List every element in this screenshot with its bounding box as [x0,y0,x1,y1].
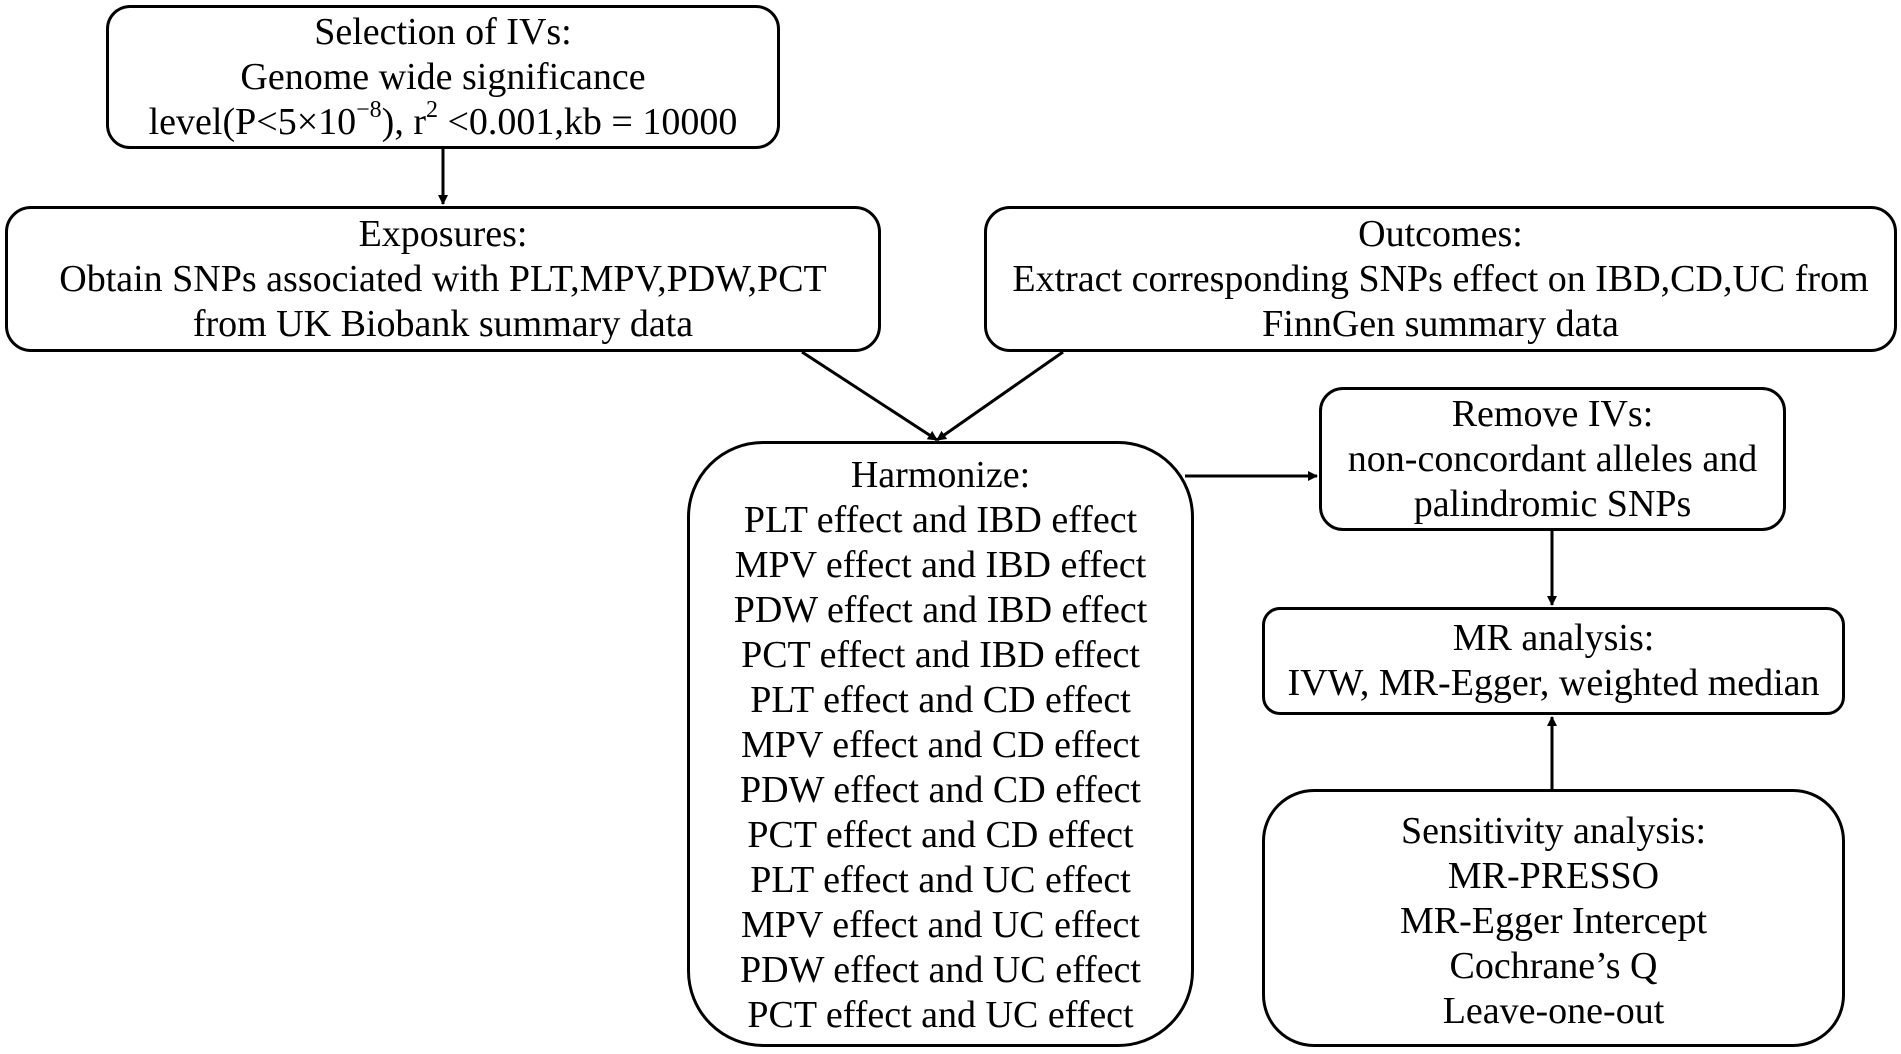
sensitivity-item: Leave-one-out [1442,989,1665,1032]
harmonize-item: PLT effect and CD effect [750,679,1131,721]
harmonize-item: PDW effect and IBD effect [733,589,1148,631]
selection-line-2-pre: level(P<5×10 [148,100,357,143]
mr-line-1: IVW, MR-Egger, weighted median [1287,662,1820,704]
selection-line-2: level(P<5×10−8), r2 <0.001,kb = 10000 [148,96,738,145]
harmonize-item: PLT effect and IBD effect [743,499,1138,541]
outcomes-box: Outcomes: Extract corresponding SNPs eff… [984,206,1897,352]
selection-r-squared: 2 [425,96,438,123]
sensitivity-analysis-box: Sensitivity analysis: MR-PRESSO MR-Egger… [1262,789,1845,1047]
harmonize-box: Harmonize: PLT effect and IBD effect MPV… [687,441,1194,1047]
exposures-heading: Exposures: [358,212,528,255]
selection-line-2-post: <0.001,kb = 10000 [437,100,738,143]
remove-line-2: palindromic SNPs [1413,482,1692,525]
harmonize-item: PDW effect and CD effect [740,769,1141,811]
harmonize-item: PLT effect and UC effect [750,859,1131,901]
sensitivity-item: MR-PRESSO [1447,854,1660,897]
arrow-exposures-to-harmonize [801,350,938,442]
harmonize-item: MPV effect and UC effect [741,904,1140,946]
harmonize-item: PCT effect and IBD effect [741,634,1140,676]
sensitivity-heading: Sensitivity analysis: [1400,809,1707,852]
harmonize-item: PCT effect and UC effect [747,994,1134,1036]
outcomes-heading: Outcomes: [1358,212,1523,255]
sensitivity-item: Cochrane’s Q [1449,944,1658,987]
exposures-line-2: from UK Biobank summary data [192,302,694,345]
harmonize-item: MPV effect and CD effect [741,724,1140,766]
mr-heading: MR analysis: [1452,617,1655,659]
selection-line-1: Genome wide significance [240,55,646,98]
remove-line-1: non-concordant alleles and [1347,437,1758,480]
harmonize-item: PDW effect and UC effect [740,949,1141,991]
mr-analysis-box: MR analysis: IVW, MR-Egger, weighted med… [1262,607,1845,715]
outcomes-line-2: FinnGen summary data [1262,302,1619,345]
outcomes-line-1: Extract corresponding SNPs effect on IBD… [1012,257,1869,300]
arrow-outcomes-to-harmonize [936,350,1064,442]
sensitivity-item: MR-Egger Intercept [1399,899,1708,942]
selection-heading: Selection of IVs: [314,10,572,53]
remove-heading: Remove IVs: [1451,392,1654,435]
selection-of-ivs-box: Selection of IVs: Genome wide significan… [106,5,780,149]
selection-line-2-mid: ), r [381,100,426,143]
exposures-line-1: Obtain SNPs associated with PLT,MPV,PDW,… [59,257,827,300]
selection-exponent: −8 [356,96,382,123]
remove-ivs-box: Remove IVs: non-concordant alleles and p… [1319,387,1786,531]
harmonize-item: MPV effect and IBD effect [734,544,1147,586]
harmonize-item: PCT effect and CD effect [747,814,1134,856]
exposures-box: Exposures: Obtain SNPs associated with P… [5,206,881,352]
harmonize-heading: Harmonize: [850,454,1031,496]
